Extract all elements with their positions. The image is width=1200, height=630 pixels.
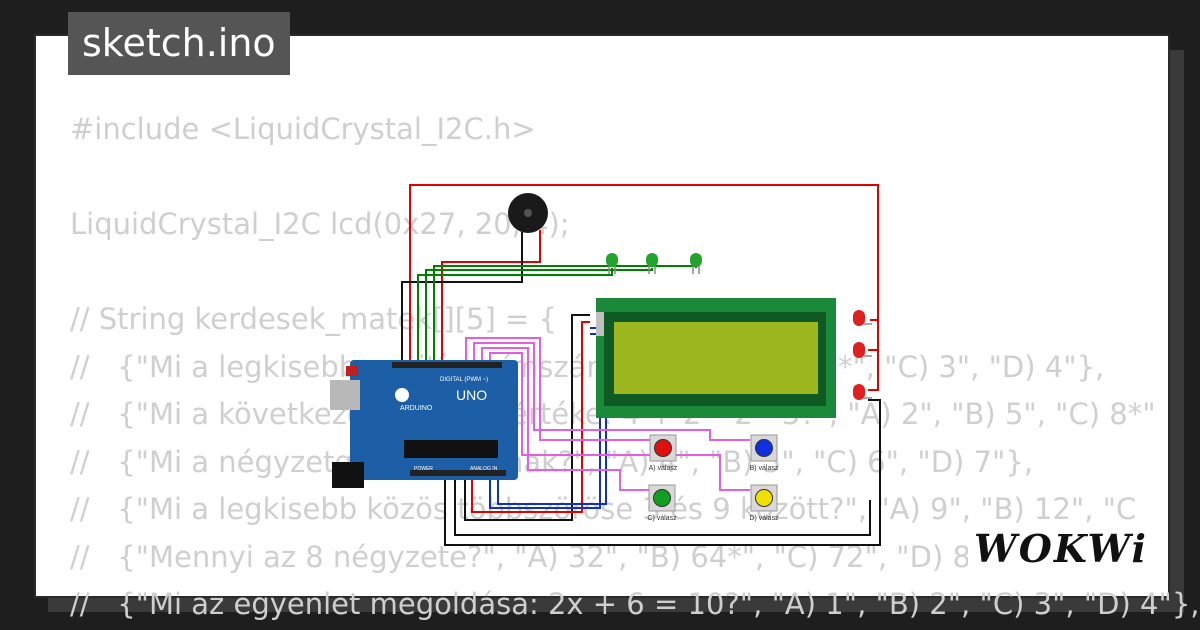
microcontroller-chip <box>404 440 498 458</box>
led-body <box>853 342 865 358</box>
wires <box>401 184 881 546</box>
power-wire <box>409 184 879 360</box>
lcd-screen <box>614 322 818 394</box>
reset-button[interactable] <box>346 366 358 376</box>
led-signal-wire <box>417 268 613 360</box>
ground-wire <box>454 480 871 536</box>
arduino-board[interactable]: DIGITAL (PWM ~) UNO ARDUINO POWER ANALOG… <box>330 360 518 488</box>
code-line: // {"Mi az egyenlet megoldása: 2x + 6 = … <box>70 587 1200 621</box>
wokwi-logo: WOKWi <box>968 524 1154 574</box>
lcd-display[interactable] <box>596 298 836 418</box>
red-led[interactable] <box>853 342 872 358</box>
buzzer-ground-wire <box>401 232 523 360</box>
button-label: C) válasz <box>647 515 677 522</box>
button-cap[interactable] <box>755 489 773 507</box>
buzzer-wire <box>441 230 541 360</box>
green-led[interactable] <box>606 253 618 274</box>
button-wire <box>481 347 650 491</box>
board-brand: ARDUINO <box>400 405 433 412</box>
power-analog-header <box>410 470 506 476</box>
red-led[interactable] <box>853 310 872 326</box>
power-jack <box>332 462 364 488</box>
led-body <box>606 253 618 267</box>
button-a[interactable]: A) válasz <box>649 434 678 472</box>
ground-rail-wire <box>444 399 881 546</box>
button-wire <box>473 342 750 441</box>
led-body <box>853 310 865 326</box>
file-title: sketch.ino <box>68 12 290 75</box>
buzzer[interactable] <box>508 193 548 233</box>
led-body <box>853 384 865 400</box>
green-led-group <box>606 253 702 274</box>
button-cap[interactable] <box>653 489 671 507</box>
button-label: B) válasz <box>750 465 779 472</box>
power-wire <box>868 350 879 391</box>
button-wire <box>489 352 750 491</box>
arduino-logo-icon <box>395 388 409 402</box>
led-signal-wire <box>425 268 653 360</box>
green-led[interactable] <box>690 253 702 274</box>
usb-port <box>330 380 360 410</box>
red-led-group <box>853 310 872 400</box>
button-label: D) válasz <box>749 515 779 522</box>
board-pcb <box>350 360 518 480</box>
button-b[interactable]: B) válasz <box>750 434 779 472</box>
board-model: UNO <box>456 387 487 403</box>
lcd-i2c-pins <box>596 312 604 336</box>
code-line: #include <LiquidCrystal_I2C.h> <box>70 112 536 146</box>
power-label: POWER <box>414 466 433 472</box>
button-label: A) válasz <box>649 465 678 472</box>
digital-header <box>392 362 502 368</box>
button-wire <box>465 337 650 441</box>
lcd-wire <box>471 321 590 513</box>
button-d[interactable]: D) válasz <box>749 484 779 522</box>
red-led[interactable] <box>853 384 872 400</box>
green-led[interactable] <box>646 253 658 274</box>
led-body <box>690 253 702 267</box>
button-cap[interactable] <box>755 439 773 457</box>
lcd-wire <box>464 314 590 521</box>
digital-label: DIGITAL (PWM ~) <box>440 377 488 383</box>
button-cap[interactable] <box>654 439 672 457</box>
analog-label: ANALOG IN <box>470 466 498 472</box>
code-line: // String kerdesek_matek[][5] = { <box>70 302 557 336</box>
button-c[interactable]: C) válasz <box>647 484 677 522</box>
led-body <box>646 253 658 267</box>
